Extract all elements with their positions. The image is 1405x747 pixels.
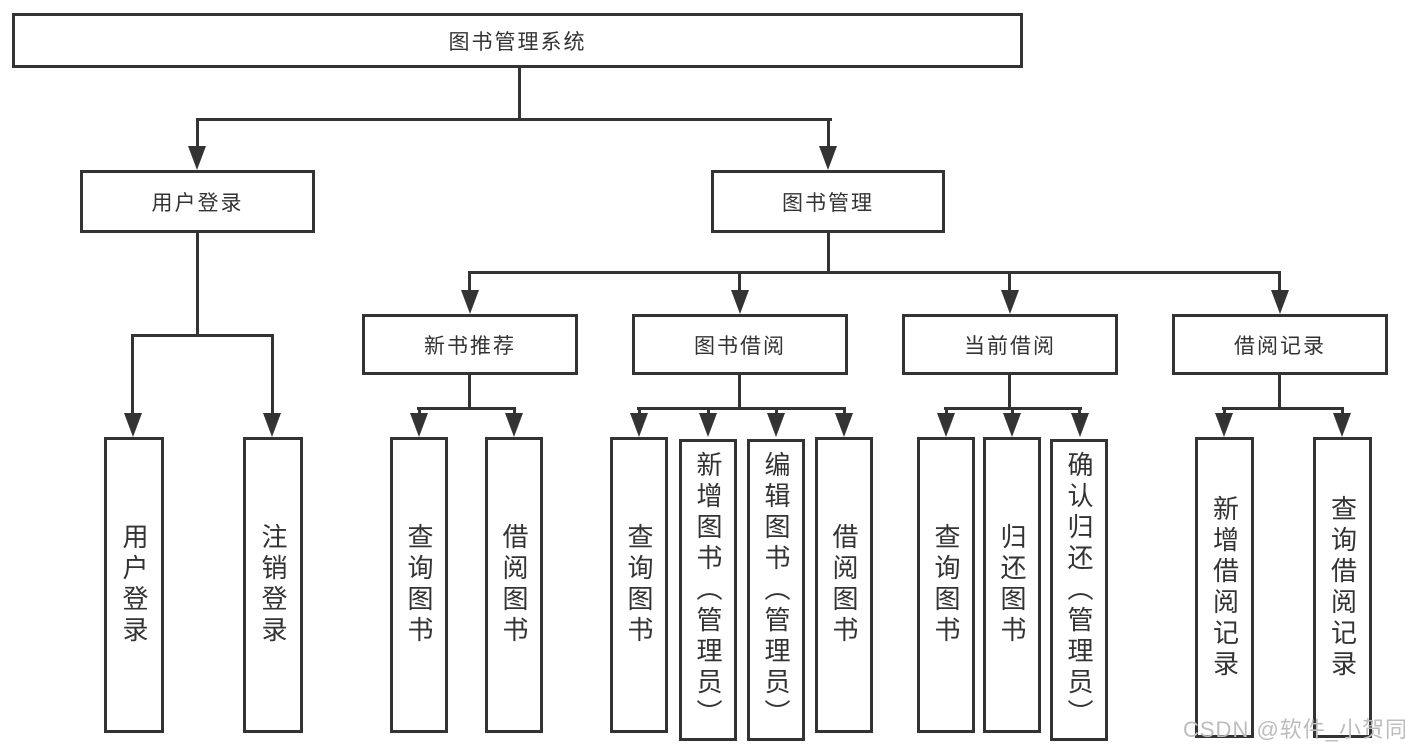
connector-line: [775, 407, 778, 416]
leaf-add-book-admin: 新增图书（管理员）: [679, 439, 737, 741]
arrowhead-down-icon: [410, 413, 428, 437]
leaf-label: 查询图书: [624, 523, 654, 647]
connector-line: [468, 271, 471, 293]
connector-line: [1278, 271, 1281, 293]
connector-line: [1278, 374, 1281, 410]
node-label: 用户登录: [151, 191, 244, 215]
leaf-label: 查询图书: [404, 523, 434, 647]
node-label: 当前借阅: [964, 334, 1056, 358]
leaf-edit-book-admin: 编辑图书（管理员）: [747, 439, 805, 741]
leaf-confirm-return-admin: 确认归还（管理员）: [1050, 439, 1108, 741]
arrowhead-down-icon: [461, 290, 479, 314]
connector-line: [1223, 407, 1226, 416]
node-book-borrowing: 图书借阅: [632, 314, 848, 375]
arrowhead-down-icon: [1071, 413, 1089, 437]
connector-line: [468, 374, 471, 410]
node-borrowing-records: 借阅记录: [1172, 314, 1388, 375]
connector-line: [1011, 407, 1014, 416]
connector-line: [469, 271, 1281, 274]
leaf-borrow-books-2: 借阅图书: [815, 437, 873, 733]
connector-line: [1008, 271, 1011, 293]
arrowhead-down-icon: [1271, 290, 1289, 314]
leaf-query-books-2: 查询图书: [610, 437, 668, 733]
connector-line: [945, 407, 948, 416]
connector-line: [738, 271, 741, 293]
connector-line: [131, 334, 274, 337]
connector-line: [637, 407, 846, 410]
node-label: 图书管理: [782, 191, 874, 215]
arrowhead-down-icon: [505, 413, 523, 437]
connector-line: [518, 67, 521, 120]
connector-line: [418, 407, 421, 416]
node-user-login: 用户登录: [80, 170, 315, 233]
arrowhead-down-icon: [1003, 413, 1021, 437]
leaf-label: 归还图书: [997, 523, 1027, 647]
leaf-query-books-3: 查询图书: [917, 437, 975, 733]
connector-line: [738, 374, 741, 410]
connector-line: [196, 232, 199, 336]
arrowhead-down-icon: [699, 413, 717, 437]
watermark-text: CSDN @软件_小贺同学: [1183, 717, 1405, 742]
connector-line: [271, 334, 274, 414]
connector-line: [513, 407, 516, 416]
connector-line: [1341, 407, 1344, 416]
leaf-add-borrow-record: 新增借阅记录: [1195, 437, 1254, 738]
connector-line: [827, 118, 830, 148]
leaf-query-books-1: 查询图书: [390, 437, 448, 733]
leaf-label: 确认归还（管理员）: [1064, 450, 1094, 730]
arrowhead-down-icon: [124, 413, 142, 437]
leaf-label: 借阅图书: [829, 523, 859, 647]
leaf-label: 查询图书: [931, 523, 961, 647]
node-label: 新书推荐: [424, 334, 516, 358]
arrowhead-down-icon: [630, 413, 648, 437]
connector-line: [417, 407, 516, 410]
node-new-book-recommend: 新书推荐: [362, 314, 578, 375]
node-library-management-system: 图书管理系统: [12, 13, 1023, 68]
connector-line: [638, 407, 641, 416]
connector-line: [1008, 374, 1011, 410]
node-label: 借阅记录: [1234, 334, 1326, 358]
leaf-borrow-books-1: 借阅图书: [485, 437, 543, 733]
leaf-return-books: 归还图书: [983, 437, 1041, 733]
leaf-label: 注销登录: [258, 523, 288, 647]
arrowhead-down-icon: [1001, 290, 1019, 314]
leaf-label: 新增借阅记录: [1209, 494, 1240, 681]
leaf-logout-login: 注销登录: [243, 437, 303, 733]
arrowhead-down-icon: [1215, 413, 1233, 437]
arrowhead-down-icon: [835, 413, 853, 437]
node-label: 图书管理系统: [448, 30, 587, 54]
leaf-user-login: 用户登录: [104, 437, 164, 733]
leaf-label: 新增图书（管理员）: [693, 450, 723, 730]
node-current-borrowing: 当前借阅: [902, 314, 1118, 375]
connector-line: [843, 407, 846, 416]
leaf-label: 查询借阅记录: [1327, 494, 1358, 681]
leaf-label: 编辑图书（管理员）: [761, 450, 791, 730]
connector-line: [827, 232, 830, 274]
arrowhead-down-icon: [731, 290, 749, 314]
connector-line: [707, 407, 710, 416]
connector-line: [1222, 407, 1344, 410]
node-book-management: 图书管理: [711, 170, 945, 233]
arrowhead-down-icon: [937, 413, 955, 437]
connector-line: [196, 118, 199, 148]
arrowhead-down-icon: [819, 146, 837, 170]
connector-line: [131, 334, 134, 414]
node-label: 图书借阅: [694, 334, 786, 358]
leaf-query-borrow-record: 查询借阅记录: [1313, 437, 1372, 738]
leaf-label: 借阅图书: [499, 523, 529, 647]
arrowhead-down-icon: [767, 413, 785, 437]
arrowhead-down-icon: [188, 146, 206, 170]
connector-line: [196, 118, 832, 121]
arrowhead-down-icon: [263, 413, 281, 437]
leaf-label: 用户登录: [119, 523, 149, 647]
connector-line: [1078, 407, 1081, 416]
arrowhead-down-icon: [1333, 413, 1351, 437]
